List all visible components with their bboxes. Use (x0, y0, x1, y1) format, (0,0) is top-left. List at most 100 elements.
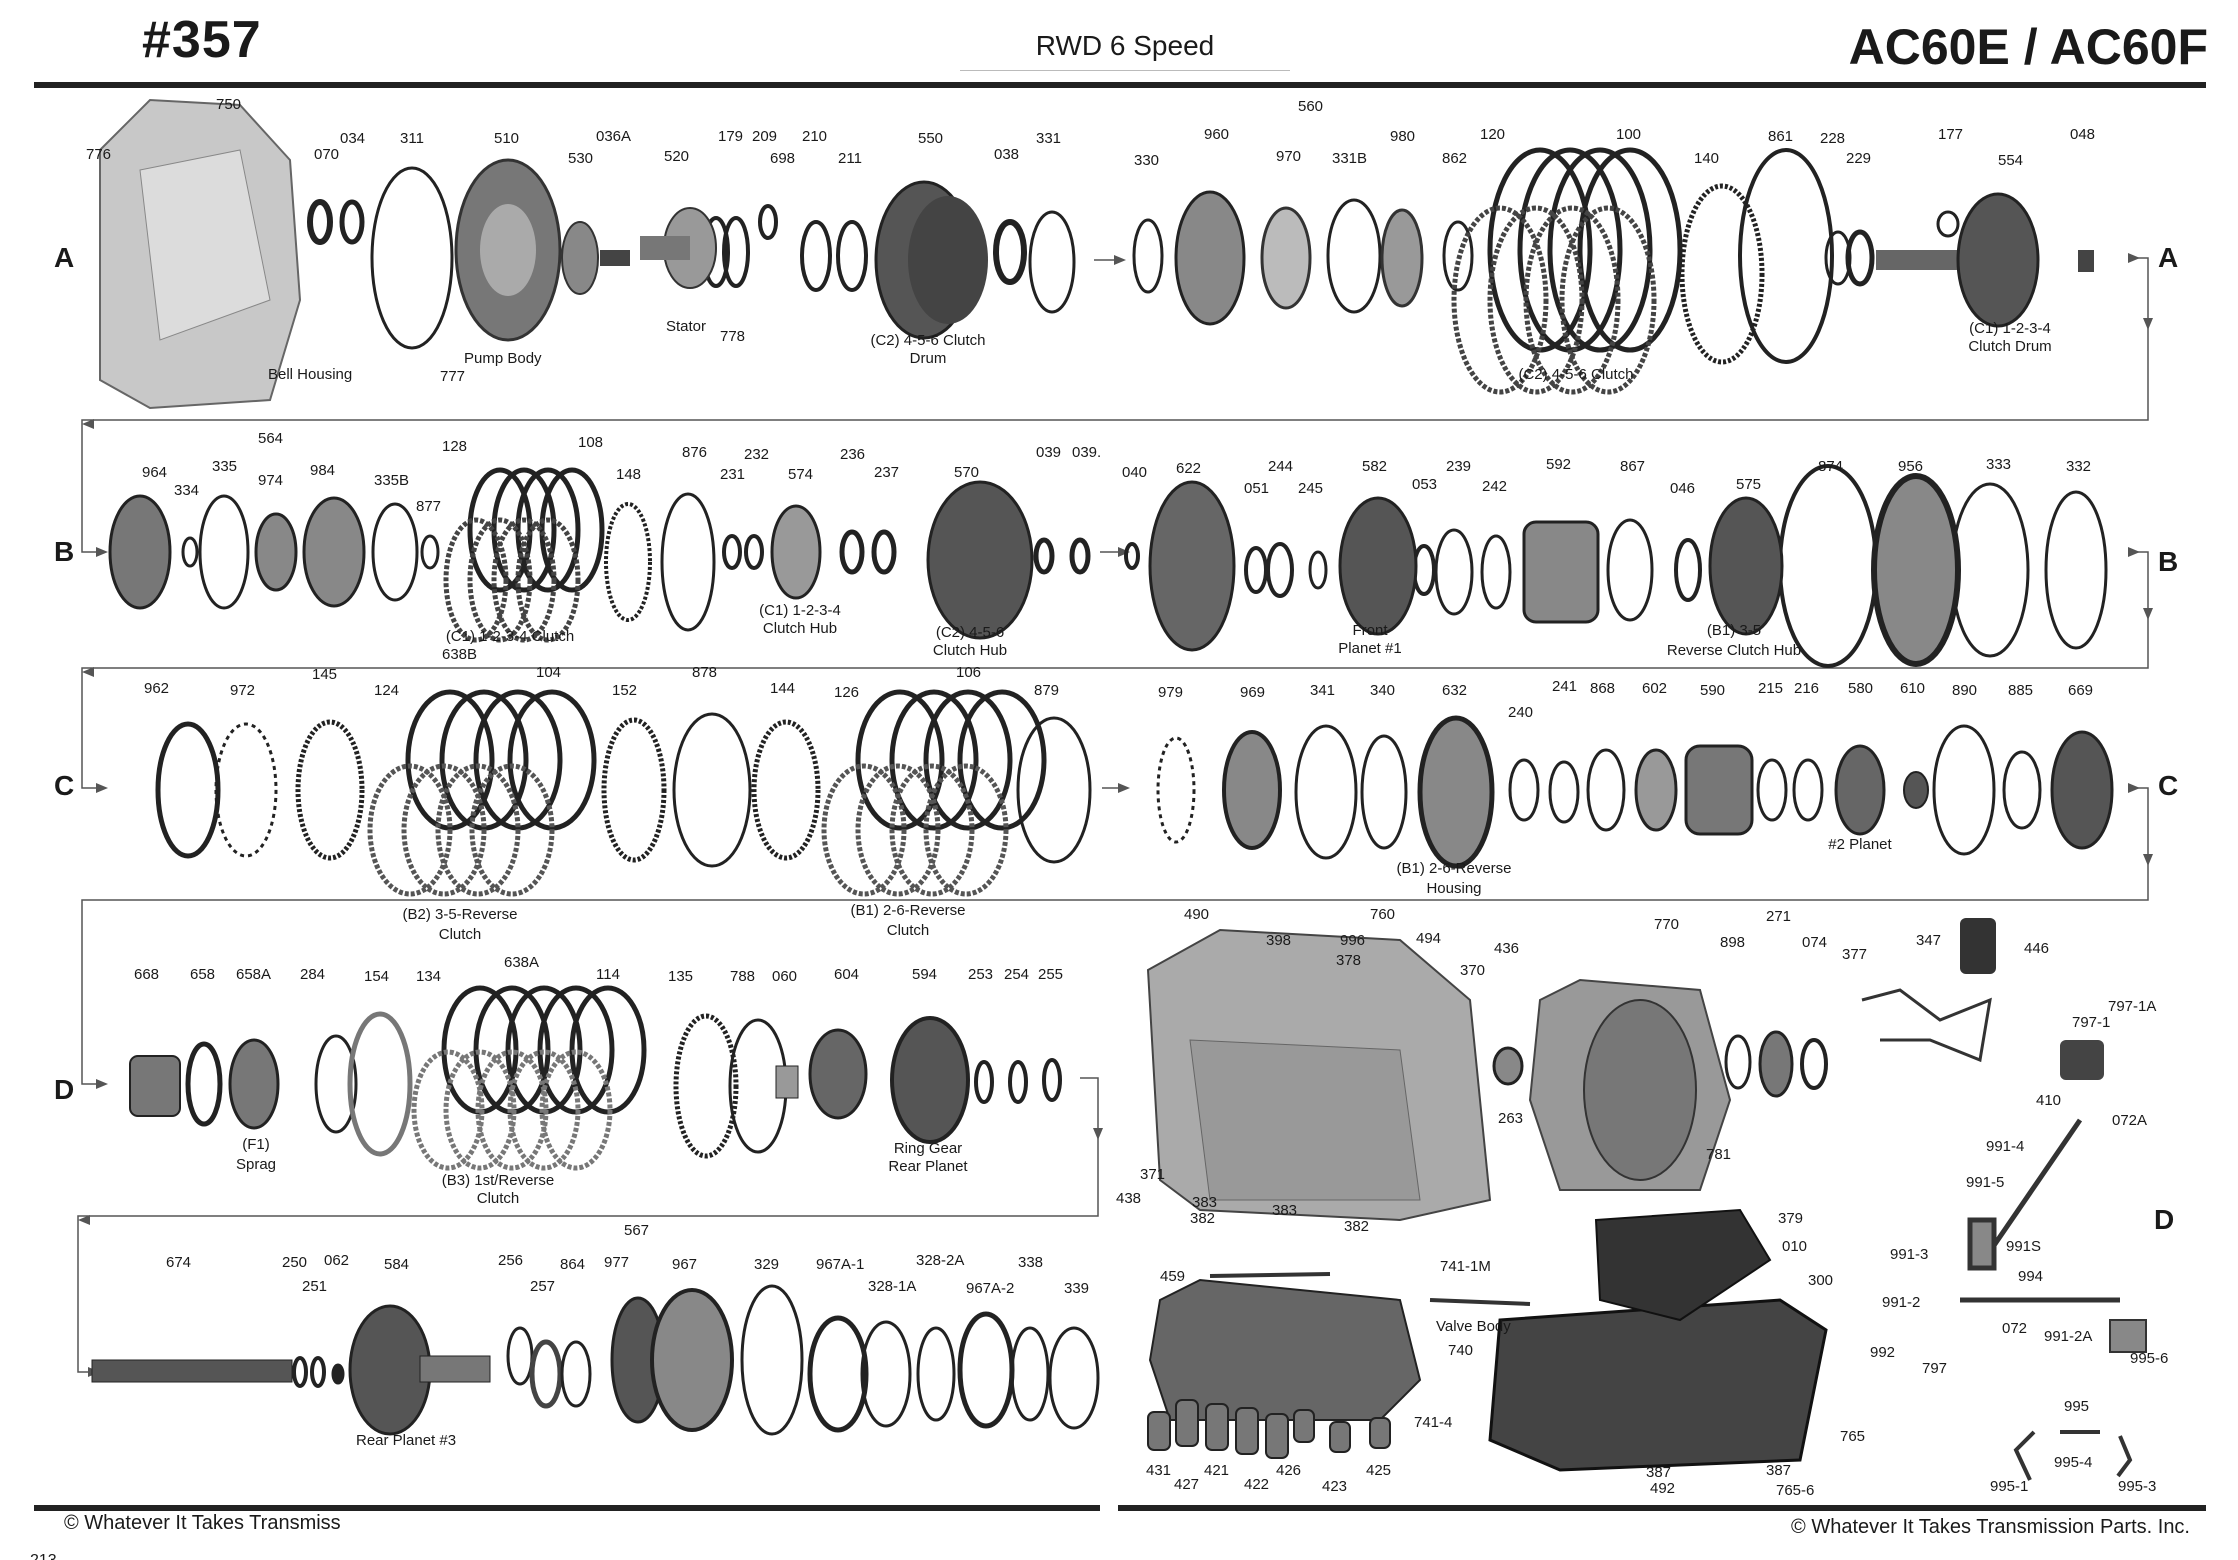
part-label: 861 (1768, 128, 1794, 145)
row-letter-b-left: B (54, 536, 75, 567)
caption: (C1) 1-2-3-4 Clutch (445, 628, 575, 645)
stator (640, 207, 717, 289)
part-label: 241 (1552, 678, 1578, 695)
part-label: 995-3 (2118, 1478, 2157, 1495)
caption: #2 Planet (1828, 836, 1892, 853)
detent-parts (2013, 1430, 2133, 1481)
part-label: 977 (604, 1254, 630, 1271)
solenoids (1147, 1399, 1391, 1459)
part-label: 126 (834, 684, 860, 701)
part-label: 039. (1072, 444, 1102, 461)
part-label: 995-1 (1990, 1478, 2029, 1495)
caption: (C2) 4-5-6 (935, 624, 1005, 641)
part-label: 658A (236, 966, 272, 983)
part-label: 879 (1034, 682, 1060, 699)
part-label: 610 (1900, 680, 1926, 697)
part-label: 962 (144, 680, 170, 697)
part-label: 991-2A (2044, 1328, 2093, 1345)
row-c-drums (1222, 715, 2114, 869)
part-label: 072A (2112, 1112, 2148, 1129)
part-label: 347 (1916, 932, 1942, 949)
part-label: 991S (2006, 1238, 2042, 1255)
part-label: 520 (664, 148, 690, 165)
caption: Bell Housing (268, 366, 353, 383)
part-label: 582 (1362, 458, 1388, 475)
part-label: 382 (1190, 1210, 1216, 1227)
caption: Clutch (476, 1190, 520, 1207)
part-label: 876 (682, 444, 708, 461)
caption: Ring Gear (893, 1140, 963, 1157)
part-label: 898 (1720, 934, 1746, 951)
part-label: 215 (1758, 680, 1784, 697)
part-label: 038 (994, 146, 1020, 163)
caption: Pump Body (464, 350, 542, 367)
caption: (F1) (242, 1136, 270, 1153)
part-label: 051 (1244, 480, 1270, 497)
part-label: 967A-2 (966, 1280, 1015, 1297)
part-label: 956 (1898, 458, 1924, 475)
part-label: 034 (340, 130, 366, 147)
row-letter-a-right: A (2158, 242, 2179, 273)
part-label: 431 (1146, 1462, 1172, 1479)
part-label: 145 (312, 666, 338, 683)
part-label: 242 (1482, 478, 1508, 495)
part-label: 060 (772, 968, 798, 985)
caption: (B1) 2-6-Reverse (850, 902, 966, 919)
part-label: 332 (2066, 458, 2092, 475)
part-label: 040 (1122, 464, 1148, 481)
part-label: 570 (954, 464, 980, 481)
part-label: 554 (1998, 152, 2024, 169)
part-label: 602 (1642, 680, 1668, 697)
part-label: 253 (968, 966, 994, 983)
part-label: 781 (1706, 1146, 1732, 1163)
part-label: 371 (1140, 1166, 1166, 1183)
bell-housing (99, 98, 302, 410)
part-label: 741-1M (1440, 1258, 1491, 1275)
part-label: 331B (1332, 150, 1368, 167)
part-label: 446 (2024, 940, 2050, 957)
part-label: 177 (1938, 126, 1964, 143)
valve-body (1148, 1272, 1531, 1421)
part-label: 777 (440, 368, 466, 385)
c1-clutch-drum (1876, 192, 2094, 328)
part-label: 244 (1268, 458, 1294, 475)
part-label: 991-4 (1986, 1138, 2025, 1155)
part-label: 300 (1808, 1272, 1834, 1289)
footer-copyright-right: © Whatever It Takes Transmission Parts. … (1791, 1516, 2190, 1538)
part-label: 638A (504, 954, 540, 971)
part-label: 632 (1442, 682, 1468, 699)
caption: Housing (1426, 880, 1482, 897)
part-label: 878 (692, 664, 718, 681)
part-label: 237 (874, 464, 900, 481)
part-label: 874 (1818, 458, 1844, 475)
caption: (B1) 2-6-Reverse (1396, 860, 1512, 877)
part-label: 211 (838, 150, 862, 167)
part-label: 668 (134, 966, 160, 983)
part-label: 741-4 (1414, 1414, 1453, 1431)
caption: Clutch (438, 926, 482, 943)
part-label: 864 (560, 1256, 586, 1273)
part-label: 240 (1508, 704, 1534, 721)
caption: Clutch Drum (1968, 338, 2052, 355)
part-label: 070 (314, 146, 340, 163)
oil-pump-gear (561, 221, 630, 295)
part-label: 333 (1986, 456, 2012, 473)
part-label: 967A-1 (816, 1256, 865, 1273)
part-label: 231 (720, 466, 746, 483)
diagram-subtitle: RWD 6 Speed (960, 30, 1290, 71)
part-label: 669 (2068, 682, 2094, 699)
part-label: 584 (384, 1256, 410, 1273)
caption: (C1) 1-2-3-4 (759, 602, 841, 619)
part-label: 335 (212, 458, 238, 475)
part-label: 124 (374, 682, 400, 699)
part-label: 209 (752, 128, 778, 145)
part-label: 152 (612, 682, 638, 699)
extension-housing (1528, 978, 1732, 1191)
part-label: 039 (1036, 444, 1062, 461)
caption: (B1) 3-5 (1706, 622, 1762, 639)
manual-shaft-linkage (1960, 1118, 2147, 1353)
part-label: 622 (1176, 460, 1202, 477)
part-label: 387 (1646, 1464, 1672, 1481)
part-label: 991-2 (1882, 1294, 1921, 1311)
caption: Reverse Clutch Hub (1666, 642, 1802, 659)
